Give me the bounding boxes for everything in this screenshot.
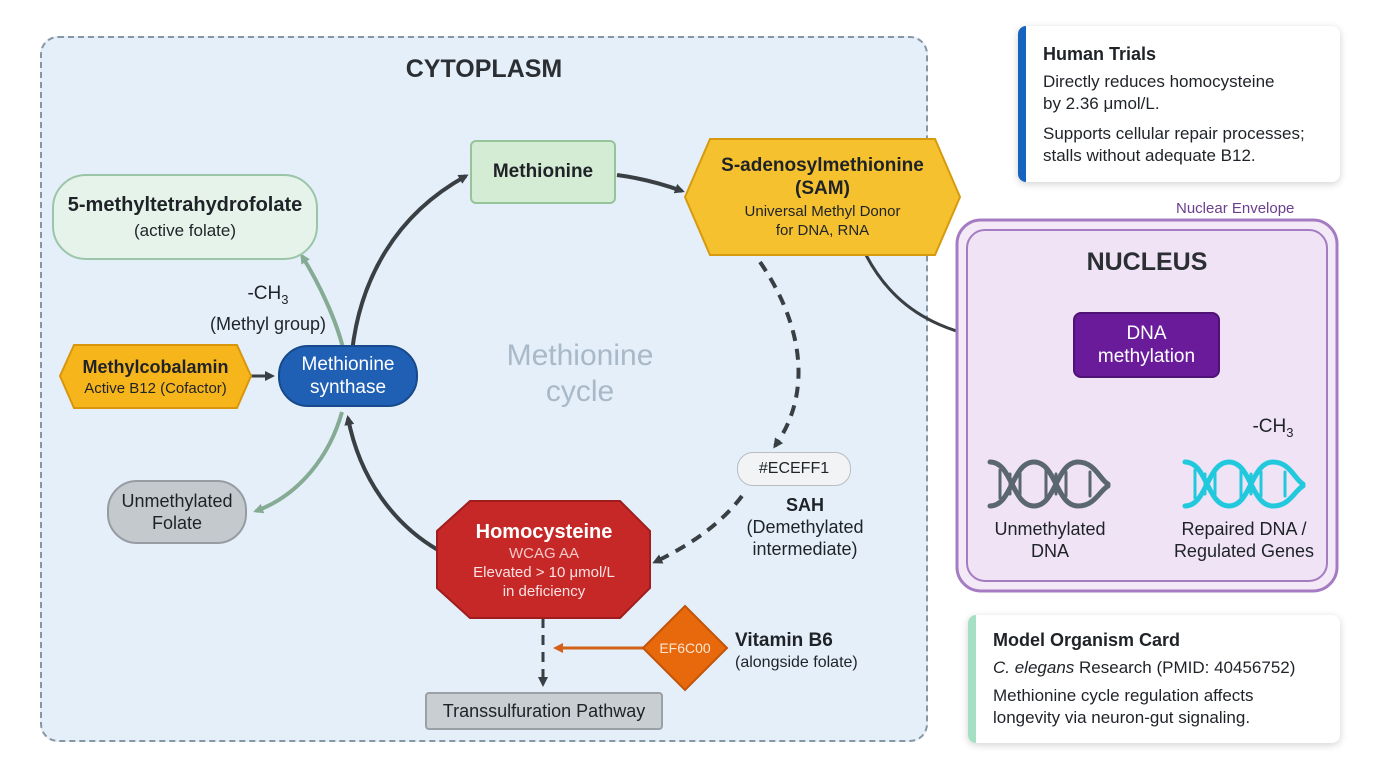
unmethylated-dna-line2: DNA: [1030, 541, 1069, 561]
arrow-synthase-to-unmethylated-folate: [253, 411, 344, 514]
model-organism-text-1: Methionine cycle regulation affects: [993, 686, 1254, 705]
dna-methylation-line1: DNA: [1126, 323, 1167, 344]
homocysteine-name: Homocysteine: [475, 520, 613, 543]
sah-name: SAH: [785, 495, 824, 515]
sam-abbreviation: (SAM): [795, 178, 850, 199]
vitamin-b6-badge: EF6C00: [645, 636, 725, 660]
methylcobalamin-subtitle: Active B12 (Cofactor): [84, 379, 227, 397]
arrow-sah-to-homocysteine: [652, 494, 744, 564]
sah-description-2: intermediate): [752, 539, 858, 559]
homocysteine-node: Homocysteine WCAG AA Elevated > 10 μmol/…: [440, 506, 648, 614]
methylcobalamin-hexagon: [58, 344, 253, 409]
nucleus-methyl-mark: -CH3: [1238, 416, 1308, 440]
nucleus-title: NUCLEUS: [1086, 248, 1208, 276]
methyltetrahydrofolate-subtitle: (active folate): [133, 220, 237, 240]
vitamin-b6-name: Vitamin B6: [735, 630, 833, 651]
model-organism-card-stripe: [968, 615, 976, 743]
homocysteine-context: in deficiency: [502, 582, 586, 600]
unmethylated-folate-line1: Unmethylated: [121, 491, 233, 511]
human-trials-text-3: Supports cellular repair processes;: [1043, 124, 1305, 143]
arrow-synthase-to-methionine: [350, 174, 469, 353]
cytoplasm-title: CYTOPLASM: [405, 55, 563, 83]
methylcobalamin-node: Methylcobalamin Active B12 (Cofactor): [60, 345, 251, 408]
unmethylated-dna-helix: [987, 459, 1111, 509]
human-trials-text-4: stalls without adequate B12.: [1043, 146, 1256, 165]
sah-description-1: (Demethylated: [746, 517, 864, 537]
arrow-methionine-to-sam: [616, 173, 685, 194]
nuclear-envelope-label: Nuclear Envelope: [1176, 200, 1295, 217]
human-trials-text-1: Directly reduces homocysteine: [1043, 72, 1275, 91]
model-organism-text-2: longevity via neuron-gut signaling.: [993, 708, 1251, 727]
sam-hexagon: [683, 138, 962, 256]
sah-color-badge-label: #ECEFF1: [758, 460, 830, 477]
methyltetrahydrofolate-name: 5-methyltetrahydrofolate: [67, 193, 303, 216]
nucleus-methyl-subscript: 3: [1286, 424, 1294, 440]
sam-role: Universal Methyl Donor: [744, 203, 901, 220]
sah-label: SAH (Demethylated intermediate): [735, 494, 875, 560]
homocysteine-octagon: [436, 500, 651, 619]
sah-color-badge: #ECEFF1: [737, 452, 851, 486]
vitamin-b6-label: Vitamin B6 (alongside folate): [735, 630, 885, 674]
methionine-cycle-label-line1: Methionine: [506, 339, 654, 372]
homocysteine-threshold: Elevated > 10 μmol/L: [473, 563, 615, 581]
human-trials-title: Human Trials: [1043, 44, 1157, 64]
methyl-group-subscript: 3: [281, 291, 289, 307]
vitamin-b6-note: (alongside folate): [735, 654, 858, 671]
human-trials-card: Human Trials Directly reduces homocystei…: [1018, 26, 1340, 182]
sam-name: S-adenosylmethionine: [721, 155, 924, 176]
methionine-cycle-label: Methionine cycle: [470, 338, 690, 410]
repaired-dna-helix: [1182, 459, 1306, 509]
methionine-synthase-node: Methionine synthase: [278, 345, 418, 407]
vitamin-b6-badge-label: EF6C00: [659, 640, 711, 656]
repaired-dna-label: Repaired DNA / Regulated Genes: [1162, 518, 1326, 562]
dna-methylation-line2: methylation: [1097, 346, 1196, 367]
unmethylated-folate-line2: Folate: [151, 513, 203, 533]
unmethylated-folate-node: Unmethylated Folate: [107, 480, 247, 544]
model-organism-card: Model Organism Card C. elegans Research …: [968, 615, 1340, 743]
sam-node: S-adenosylmethionine (SAM) Universal Met…: [695, 143, 950, 251]
arrow-sam-to-sah: [758, 260, 801, 449]
unmethylated-dna-line1: Unmethylated: [994, 519, 1106, 539]
human-trials-card-stripe: [1018, 26, 1026, 182]
methyl-group-formula: -CH: [247, 283, 282, 304]
model-organism-reference: Research (PMID: 40456752): [1074, 658, 1296, 677]
nucleus-methyl-formula: -CH: [1252, 416, 1287, 437]
methyltetrahydrofolate-node: 5-methyltetrahydrofolate (active folate): [52, 174, 318, 260]
repaired-dna-line2: Regulated Genes: [1173, 541, 1315, 561]
methionine-synthase-line1: Methionine: [301, 354, 395, 375]
methylcobalamin-name: Methylcobalamin: [82, 356, 229, 377]
human-trials-text-2: by 2.36 μmol/L.: [1043, 94, 1160, 113]
transsulfuration-pathway-label: Transsulfuration Pathway: [442, 700, 646, 721]
unmethylated-dna-label: Unmethylated DNA: [972, 518, 1128, 562]
methionine-synthase-line2: synthase: [309, 377, 387, 398]
methionine-name: Methionine: [492, 161, 594, 182]
dna-methylation-node: DNA methylation: [1073, 312, 1220, 378]
transsulfuration-pathway-node: Transsulfuration Pathway: [425, 692, 663, 730]
methionine-cycle-label-line2: cycle: [545, 375, 615, 408]
model-organism-title: Model Organism Card: [993, 630, 1181, 650]
methyl-group-label: -CH3 (Methyl group): [190, 282, 346, 336]
methyl-group-description: (Methyl group): [209, 313, 327, 334]
methionine-node: Methionine: [470, 140, 616, 204]
arrow-homocysteine-to-synthase: [344, 415, 440, 552]
model-organism-species: C. elegans: [993, 658, 1075, 677]
sam-targets: for DNA, RNA: [775, 222, 870, 239]
repaired-dna-line1: Repaired DNA /: [1181, 519, 1307, 539]
model-organism-subject: C. elegans Research (PMID: 40456752): [993, 657, 1333, 679]
arrow-synthase-to-mthf: [300, 253, 345, 349]
homocysteine-contrast-note: WCAG AA: [508, 544, 579, 562]
vitamin-b6-diamond: [641, 604, 729, 692]
